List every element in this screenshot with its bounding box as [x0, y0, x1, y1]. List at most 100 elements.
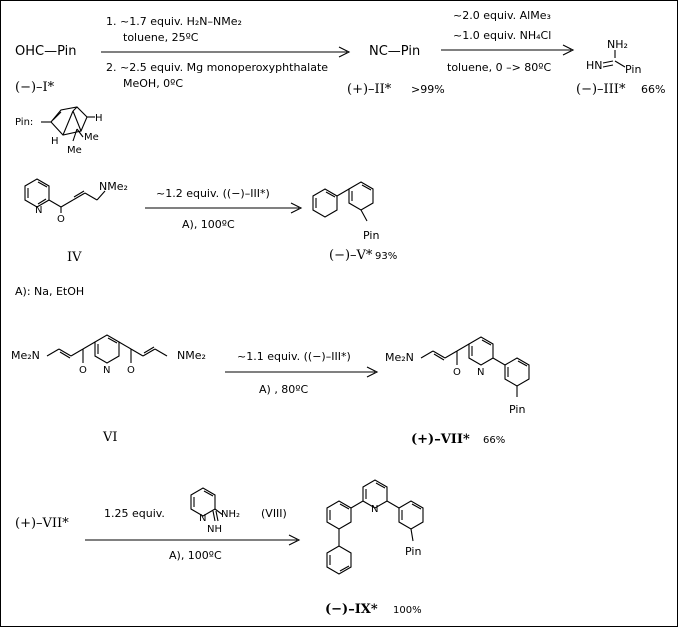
amidine-pin: Pin	[625, 63, 641, 76]
nme2-VI: NMe₂	[177, 349, 206, 362]
bond	[72, 106, 78, 112]
enaminone-IV-structure	[24, 178, 106, 213]
arrowhead-2	[562, 44, 575, 56]
yield-VII: 66%	[483, 435, 505, 446]
bond	[48, 199, 62, 208]
bond	[614, 60, 626, 68]
pyridine-ring	[468, 336, 494, 366]
yield-II: >99%	[411, 83, 445, 96]
bond	[350, 500, 364, 509]
bond	[58, 348, 72, 357]
atom-n: N	[199, 513, 206, 524]
bond	[96, 190, 106, 201]
bipyridine-V-structure	[312, 181, 374, 222]
pin-h-lower: H	[51, 136, 59, 147]
atom-o: O	[79, 365, 87, 376]
pyridyl-pyrimidine-VII-structure	[420, 336, 530, 397]
bis-enaminone-VI-structure	[46, 334, 168, 364]
bond	[481, 339, 492, 346]
cond-hydrazine: 1. ~1.7 equiv. H₂N–NMe₂	[106, 15, 242, 28]
pin-methyl-1: Me	[84, 132, 99, 143]
yield-IX: 100%	[393, 605, 422, 616]
bond	[73, 190, 85, 198]
pyridine-amidine-VIII-structure	[190, 487, 224, 522]
bond	[142, 348, 156, 357]
pyridine-ring	[312, 188, 338, 218]
bond	[602, 60, 614, 64]
cond-III-equiv: ~1.2 equiv. ((−)–III*)	[156, 187, 270, 200]
bond	[46, 348, 60, 357]
label-VIII: (VIII)	[261, 507, 287, 520]
amidine-nh2-VIII: NH₂	[221, 509, 240, 520]
cond-na-100: A), 100ºC	[182, 218, 235, 231]
atom-n: N	[477, 367, 484, 378]
cond-na-100-2: A), 100ºC	[169, 549, 222, 562]
bond	[203, 490, 214, 497]
label-I: (−)–I*	[15, 80, 55, 95]
pyridine-ring	[94, 334, 120, 364]
pin-IX: Pin	[405, 545, 421, 558]
pyridine-ring	[190, 487, 216, 517]
reactant-VII: (+)–VII*	[15, 516, 69, 531]
amidine-nh: NH	[207, 524, 222, 535]
bond	[360, 209, 368, 222]
yield-III: 66%	[641, 83, 665, 96]
cond-nh4cl: ~1.0 equiv. NH₄Cl	[453, 29, 551, 42]
pin-VII: Pin	[509, 403, 525, 416]
bond	[411, 503, 422, 510]
label-IV: IV	[67, 250, 82, 265]
amidine-nh2: NH₂	[607, 38, 628, 51]
bond	[214, 508, 224, 516]
nme2-IV: NMe₂	[99, 180, 128, 193]
atom-n: N	[35, 205, 42, 216]
cond-toluene-heat: toluene, 0 –> 80ºC	[447, 61, 551, 74]
bond	[154, 348, 168, 357]
atom-o: O	[127, 365, 135, 376]
atom-n: N	[103, 365, 110, 376]
cond-III-equiv-2: ~1.1 equiv. ((−)–III*)	[237, 350, 351, 363]
bond	[602, 64, 614, 68]
bond	[59, 351, 71, 359]
bond	[130, 348, 144, 357]
footnote-A: A): Na, EtOH	[15, 285, 84, 298]
cond-mmpp: 2. ~2.5 equiv. Mg monoperoxyphthalate	[106, 61, 328, 74]
bond	[107, 337, 118, 344]
pyrimidine-ring	[348, 181, 374, 211]
nitrile-II: NC—Pin	[369, 44, 420, 59]
bond	[76, 128, 84, 138]
bond	[410, 528, 414, 542]
bond	[212, 510, 216, 522]
bond	[339, 503, 350, 510]
bond	[52, 111, 62, 121]
bond	[432, 350, 446, 359]
bottom-pyridine-ring	[326, 545, 352, 575]
bond	[420, 350, 434, 359]
pin-methyl-2: Me	[67, 145, 82, 156]
bond	[84, 192, 98, 201]
bond	[339, 565, 350, 572]
reactant-I: OHC—Pin	[15, 44, 77, 59]
cond-VIII-equiv: 1.25 equiv.	[104, 507, 165, 520]
terpyridine-IX-structure	[326, 479, 424, 575]
bond	[82, 341, 96, 350]
pinane-structure	[41, 106, 95, 142]
bond	[325, 191, 336, 198]
arrowhead-3	[290, 202, 303, 214]
bond	[336, 188, 350, 197]
bond	[361, 184, 372, 191]
atom-o: O	[453, 367, 461, 378]
bond	[72, 110, 82, 132]
me2n-VII: Me₂N	[385, 351, 414, 364]
bond	[70, 348, 84, 357]
bond	[72, 192, 86, 201]
pyrimidine-ring	[504, 357, 530, 387]
left-pyrimidine-ring	[326, 500, 352, 530]
bond	[37, 198, 47, 205]
bond	[444, 350, 458, 359]
bond	[118, 341, 132, 350]
label-III: (−)–III*	[576, 82, 626, 97]
pyridine-ring	[24, 178, 50, 208]
cond-na-80: A) , 80ºC	[259, 383, 308, 396]
bond	[143, 346, 155, 354]
